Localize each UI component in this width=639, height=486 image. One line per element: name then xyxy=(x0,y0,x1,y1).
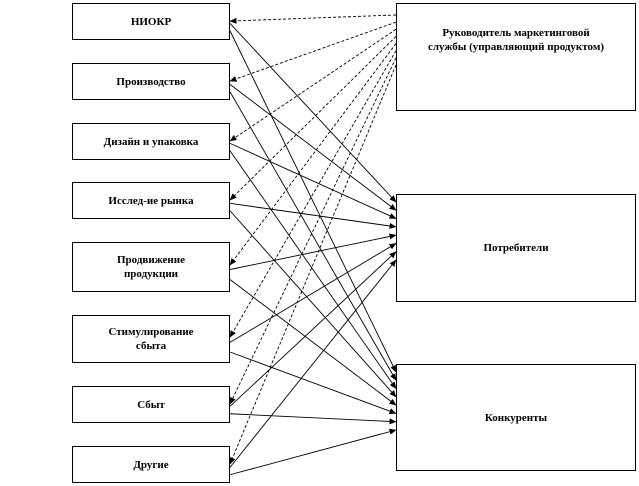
connector-manager-to-sbyt xyxy=(229,57,397,405)
connector-niokr-to-competitors xyxy=(229,30,397,373)
connector-manager-to-dizain xyxy=(229,28,397,142)
connector-manager-to-issled xyxy=(229,36,397,201)
connector-sbyt-to-consumers xyxy=(229,251,397,407)
connector-dizain-to-consumers xyxy=(229,142,397,219)
connector-stimulirovanie-to-consumers xyxy=(229,243,397,343)
connector-manager-to-stimulirovanie xyxy=(229,50,397,338)
connector-prodvizhenie-to-consumers xyxy=(229,233,397,270)
connector-manager-to-drugie xyxy=(229,64,397,465)
connector-manager-to-proizvodstvo xyxy=(229,21,397,82)
box-stimulirovanie: Стимулирование сбыта xyxy=(72,315,230,363)
connector-sbyt-to-competitors xyxy=(229,413,397,425)
connector-proizvodstvo-to-competitors xyxy=(229,91,397,381)
connector-niokr-to-consumers xyxy=(229,23,397,203)
connector-prodvizhenie-to-competitors xyxy=(229,279,397,406)
box-consumers: Потребители xyxy=(396,194,636,302)
connector-issled-to-consumers xyxy=(229,202,397,229)
box-drugie: Другие xyxy=(72,446,230,483)
connector-issled-to-competitors xyxy=(229,210,397,398)
connector-dizain-to-competitors xyxy=(229,150,397,389)
box-prodvizhenie: Продвижение продукции xyxy=(72,242,230,292)
connector-proizvodstvo-to-consumers xyxy=(229,83,397,211)
box-dizain: Дизайн и упаковка xyxy=(72,123,230,160)
box-niokr: НИОКР xyxy=(72,3,230,40)
box-competitors: Конкуренты xyxy=(396,364,636,471)
box-proizvodstvo: Производство xyxy=(72,63,230,100)
connector-manager-to-niokr xyxy=(229,14,397,24)
connector-manager-to-prodvizhenie xyxy=(229,43,397,266)
box-sbyt: Сбыт xyxy=(72,386,230,423)
connector-drugie-to-competitors xyxy=(229,428,397,476)
connector-drugie-to-consumers xyxy=(229,259,397,468)
box-manager: Руководитель маркетинговой службы (управ… xyxy=(396,3,636,111)
connector-stimulirovanie-to-competitors xyxy=(229,351,397,414)
box-issled: Исслед-ие рынка xyxy=(72,182,230,219)
